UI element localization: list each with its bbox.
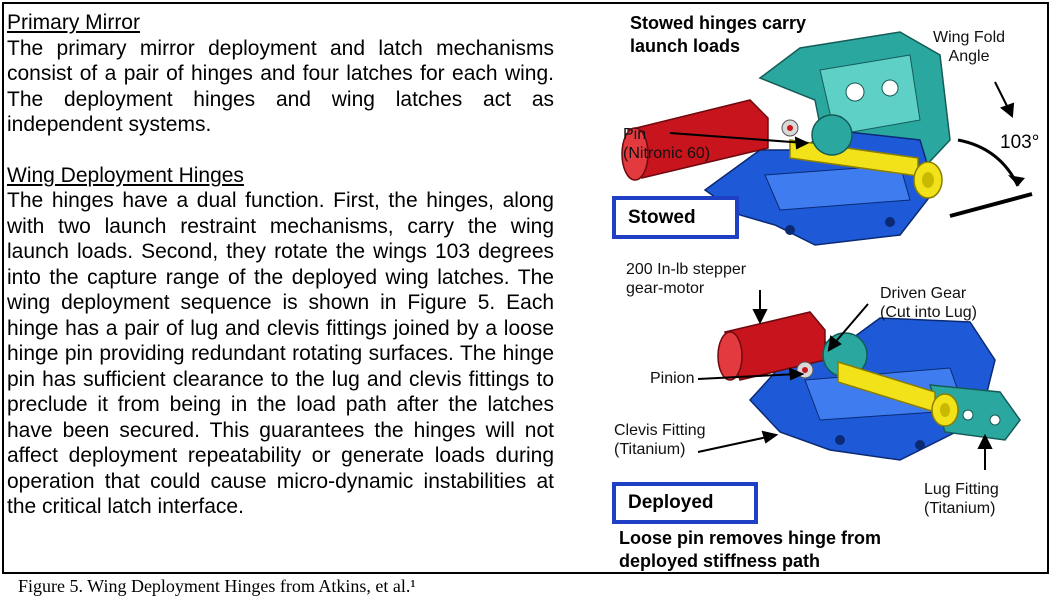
stowed-assembly bbox=[621, 31, 951, 246]
stowed-title: Stowed hinges carry launch loads bbox=[630, 13, 807, 56]
driven-gear-label: Driven Gear (Cut into Lug) bbox=[880, 285, 977, 321]
text-column: Primary Mirror The primary mirror deploy… bbox=[7, 10, 554, 520]
hinge-figure: Stowed hinges carry launch loads Wing Fo… bbox=[600, 0, 1055, 574]
primary-mirror-paragraph: The primary mirror deployment and latch … bbox=[7, 36, 554, 137]
deployed-badge: Deployed bbox=[612, 482, 758, 524]
lug-fitting-label: Lug Fitting (Titanium) bbox=[924, 481, 999, 517]
wing-fold-angle-label: Wing Fold Angle bbox=[933, 29, 1006, 65]
figure-frame bbox=[2, 2, 1049, 574]
wing-hinges-heading: Wing Deployment Hinges bbox=[7, 163, 244, 187]
leader-lines bbox=[669, 81, 1015, 470]
wing-hinges-paragraph: The hinges have a dual function. First, … bbox=[7, 189, 554, 518]
fold-angle-value: 103° bbox=[1000, 132, 1040, 153]
clevis-fitting-label: Clevis Fitting (Titanium) bbox=[614, 422, 706, 458]
deployed-title: Loose pin removes hinge from deployed st… bbox=[619, 528, 882, 571]
hinge-illustration bbox=[621, 31, 1033, 470]
deployed-assembly bbox=[717, 311, 1021, 461]
motor-label: 200 In-lb stepper gear-motor bbox=[626, 261, 747, 297]
primary-mirror-heading: Primary Mirror bbox=[7, 11, 140, 34]
pin-label: Pin (Nitronic 60) bbox=[623, 126, 711, 162]
stowed-badge: Stowed bbox=[612, 196, 739, 239]
pinion-label: Pinion bbox=[650, 370, 695, 387]
figure-caption: Figure 5. Wing Deployment Hinges from At… bbox=[18, 576, 416, 596]
